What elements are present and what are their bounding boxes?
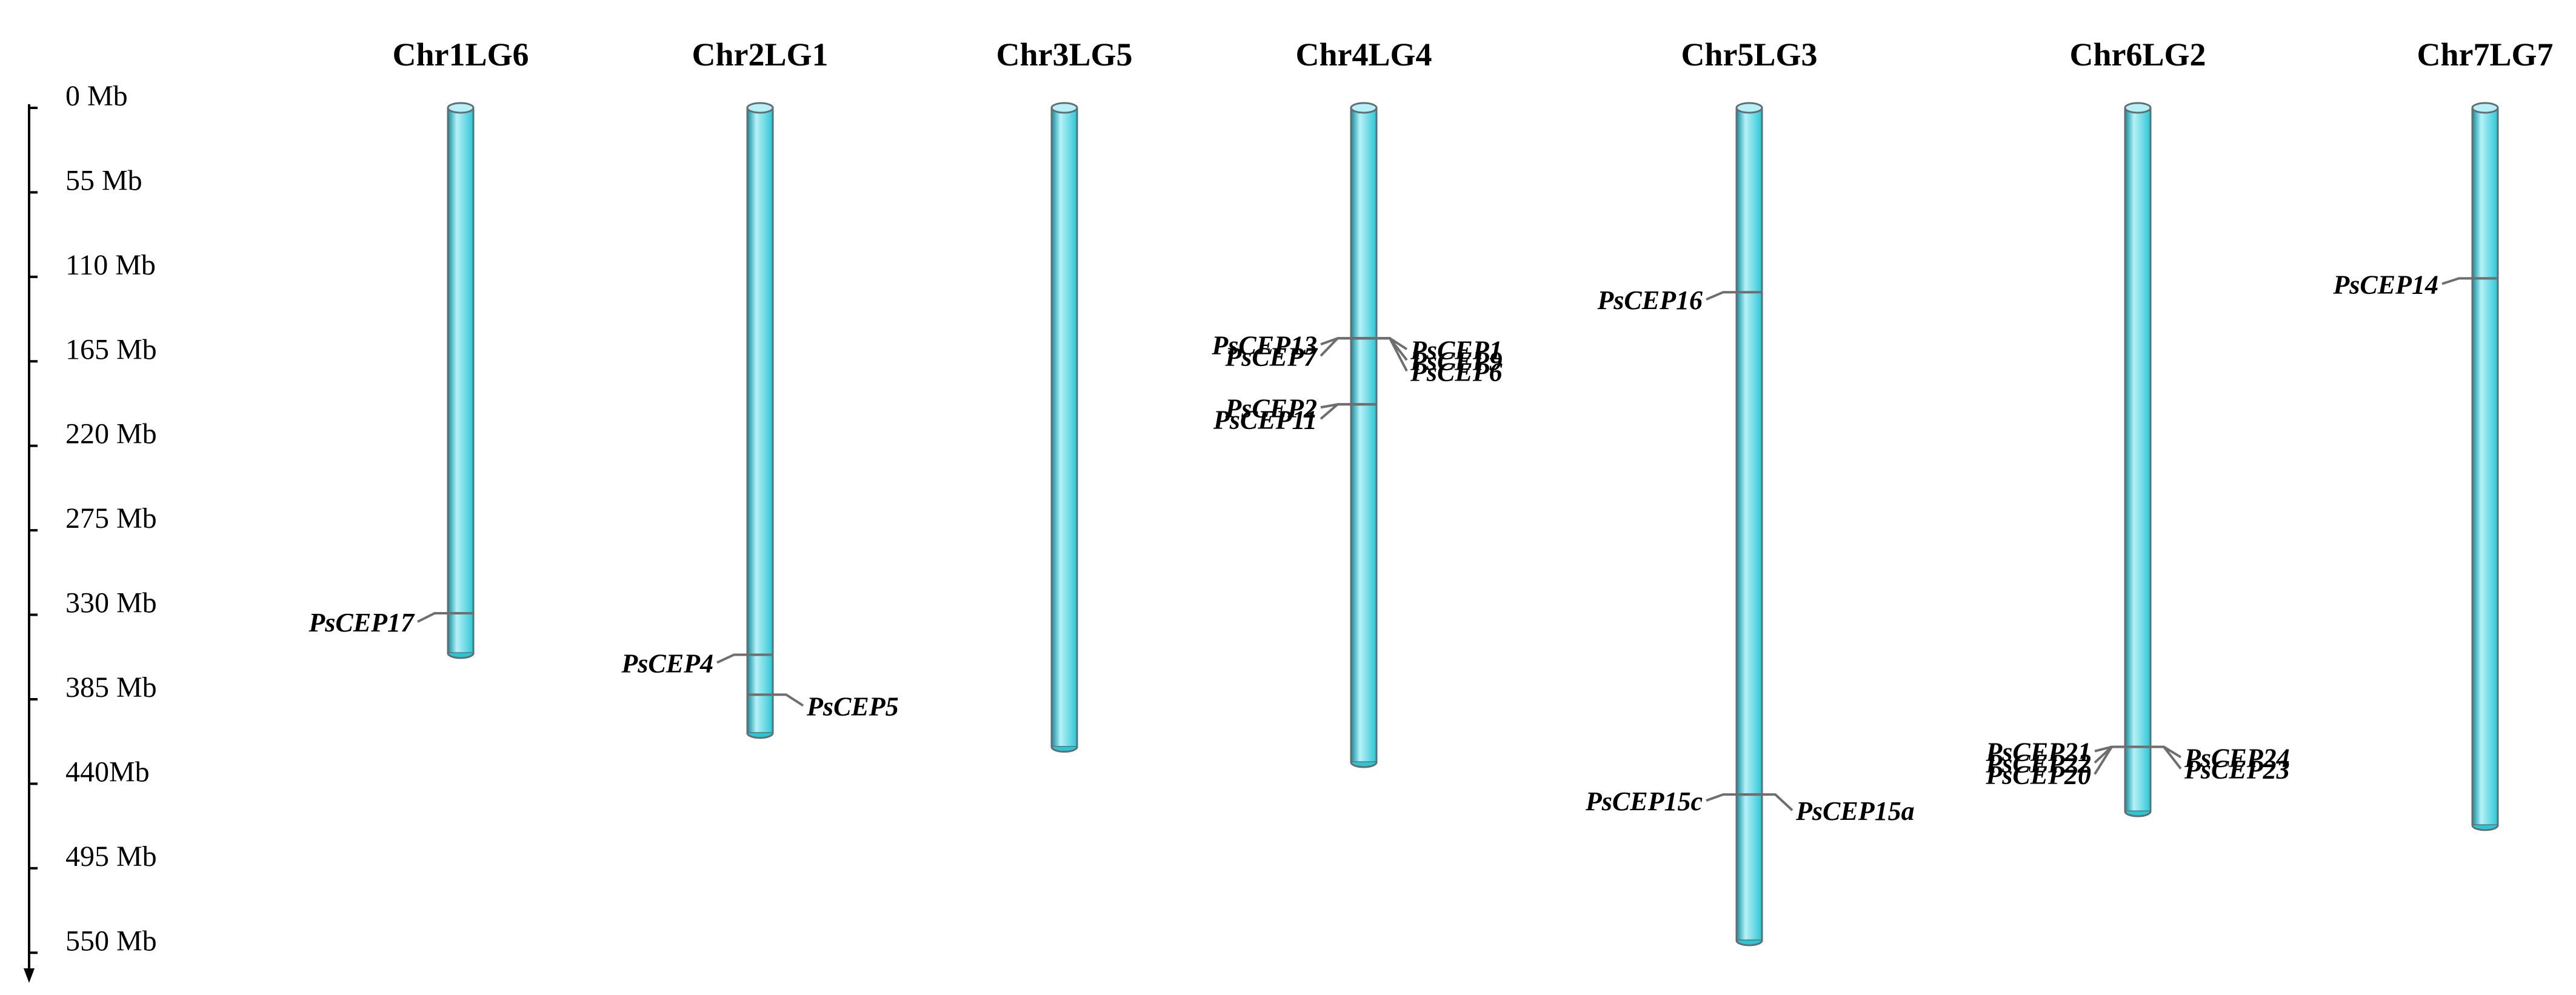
gene-leader-line <box>2441 277 2472 285</box>
chromosome-bar <box>2124 107 2152 813</box>
chromosome-bar <box>746 107 774 734</box>
chromosome-title: Chr5LG3 <box>1681 36 1817 73</box>
gene-label: PsCEP17 <box>308 608 415 637</box>
chromosome-bar <box>1350 107 1378 764</box>
gene-leader-line <box>1376 337 1408 372</box>
chromosome-top-cap <box>1050 102 1078 114</box>
gene-leader-line <box>716 653 747 664</box>
gene-leader-line <box>1706 291 1737 301</box>
axis-tick-label: 385 Mb <box>65 671 157 704</box>
gene-label: PsCEP4 <box>621 648 713 678</box>
gene-leader-line <box>1320 337 1351 357</box>
axis-tick-label: 550 Mb <box>65 925 157 957</box>
chromosome-top-cap <box>1350 102 1378 114</box>
gene-label: PsCEP15a <box>1795 796 1915 826</box>
axis-tick-label: 495 Mb <box>65 840 157 873</box>
gene-label: PsCEP23 <box>2184 755 2290 785</box>
gene-label: PsCEP9 <box>1410 346 1503 376</box>
chromosome-title: Chr4LG4 <box>1295 36 1432 73</box>
gene-label: PsCEP6 <box>1410 357 1503 387</box>
axis-tick-label: 165 Mb <box>65 333 157 365</box>
chromosome-title: Chr3LG5 <box>996 36 1132 73</box>
scale-axis: 0 Mb 55 Mb 110 Mb 165 Mb 220 Mb 275 Mb 330 Mb 3… <box>24 80 157 983</box>
chromosome-bar <box>447 107 475 654</box>
axis-tick-label: 110 Mb <box>65 249 156 281</box>
axis-tick-label: 55 Mb <box>65 164 142 196</box>
chromosome-bottom-cap <box>746 733 774 739</box>
gene-label: PsCEP11 <box>1213 405 1317 434</box>
gene-label: PsCEP14 <box>2332 270 2438 299</box>
chromosome-bar <box>1735 107 1763 942</box>
gene-label: PsCEP15c <box>1585 787 1703 816</box>
gene-leader-line <box>417 612 448 623</box>
gene-leader-line <box>1706 793 1737 802</box>
chromosome-chr3lg5: Chr3LG5 <box>996 36 1133 753</box>
gene-label: PsCEP24 <box>2184 744 2290 773</box>
gene-leader-line <box>1320 403 1351 420</box>
chromosome-bottom-cap <box>1735 940 1763 947</box>
gene-leader-line <box>2151 745 2182 770</box>
gene-leader-line <box>1762 793 1794 811</box>
axis-tick-label: 0 Mb <box>65 80 128 112</box>
chromosome-bottom-cap <box>447 653 475 659</box>
chromosome-title: Chr7LG7 <box>2417 36 2553 73</box>
axis-tick-label: 330 Mb <box>65 587 157 619</box>
chromosome-bar <box>1050 107 1078 748</box>
gene-label: PsCEP1 <box>1410 335 1503 365</box>
chromosome-bar <box>2471 107 2499 827</box>
chromosome-title: Chr2LG1 <box>692 36 828 73</box>
gene-label: PsCEP2 <box>1224 393 1317 423</box>
chromosome-top-cap <box>2471 102 2499 114</box>
axis-tick-label: 275 Mb <box>65 502 157 534</box>
gene-leader-line <box>773 693 804 707</box>
gene-label: PsCEP22 <box>1985 749 2091 779</box>
chromosome-top-cap <box>746 102 774 114</box>
chromosome-title: Chr1LG6 <box>392 36 529 73</box>
chromosome-title: Chr6LG2 <box>2069 36 2206 73</box>
chromosome-bottom-cap <box>1350 762 1378 768</box>
chromosome-top-cap <box>2124 102 2152 114</box>
chromosome-top-cap <box>447 102 475 114</box>
chromosome-bottom-cap <box>1050 747 1078 753</box>
gene-label: PsCEP16 <box>1597 285 1703 315</box>
gene-label: PsCEP21 <box>1985 737 2091 767</box>
chromosome-bottom-cap <box>2471 825 2499 831</box>
gene-leader-line <box>2094 745 2125 775</box>
gene-label: PsCEP7 <box>1224 342 1318 371</box>
axis-tick-label: 220 Mb <box>65 418 157 450</box>
axis-arrow-icon <box>24 968 35 983</box>
chromosome-top-cap <box>1735 102 1763 114</box>
gene-label: PsCEP13 <box>1211 330 1317 360</box>
gene-label: PsCEP5 <box>806 691 899 721</box>
chromosome-bottom-cap <box>2124 811 2152 817</box>
axis-tick-label: 440Mb <box>65 756 150 788</box>
gene-label: PsCEP20 <box>1985 760 2091 790</box>
